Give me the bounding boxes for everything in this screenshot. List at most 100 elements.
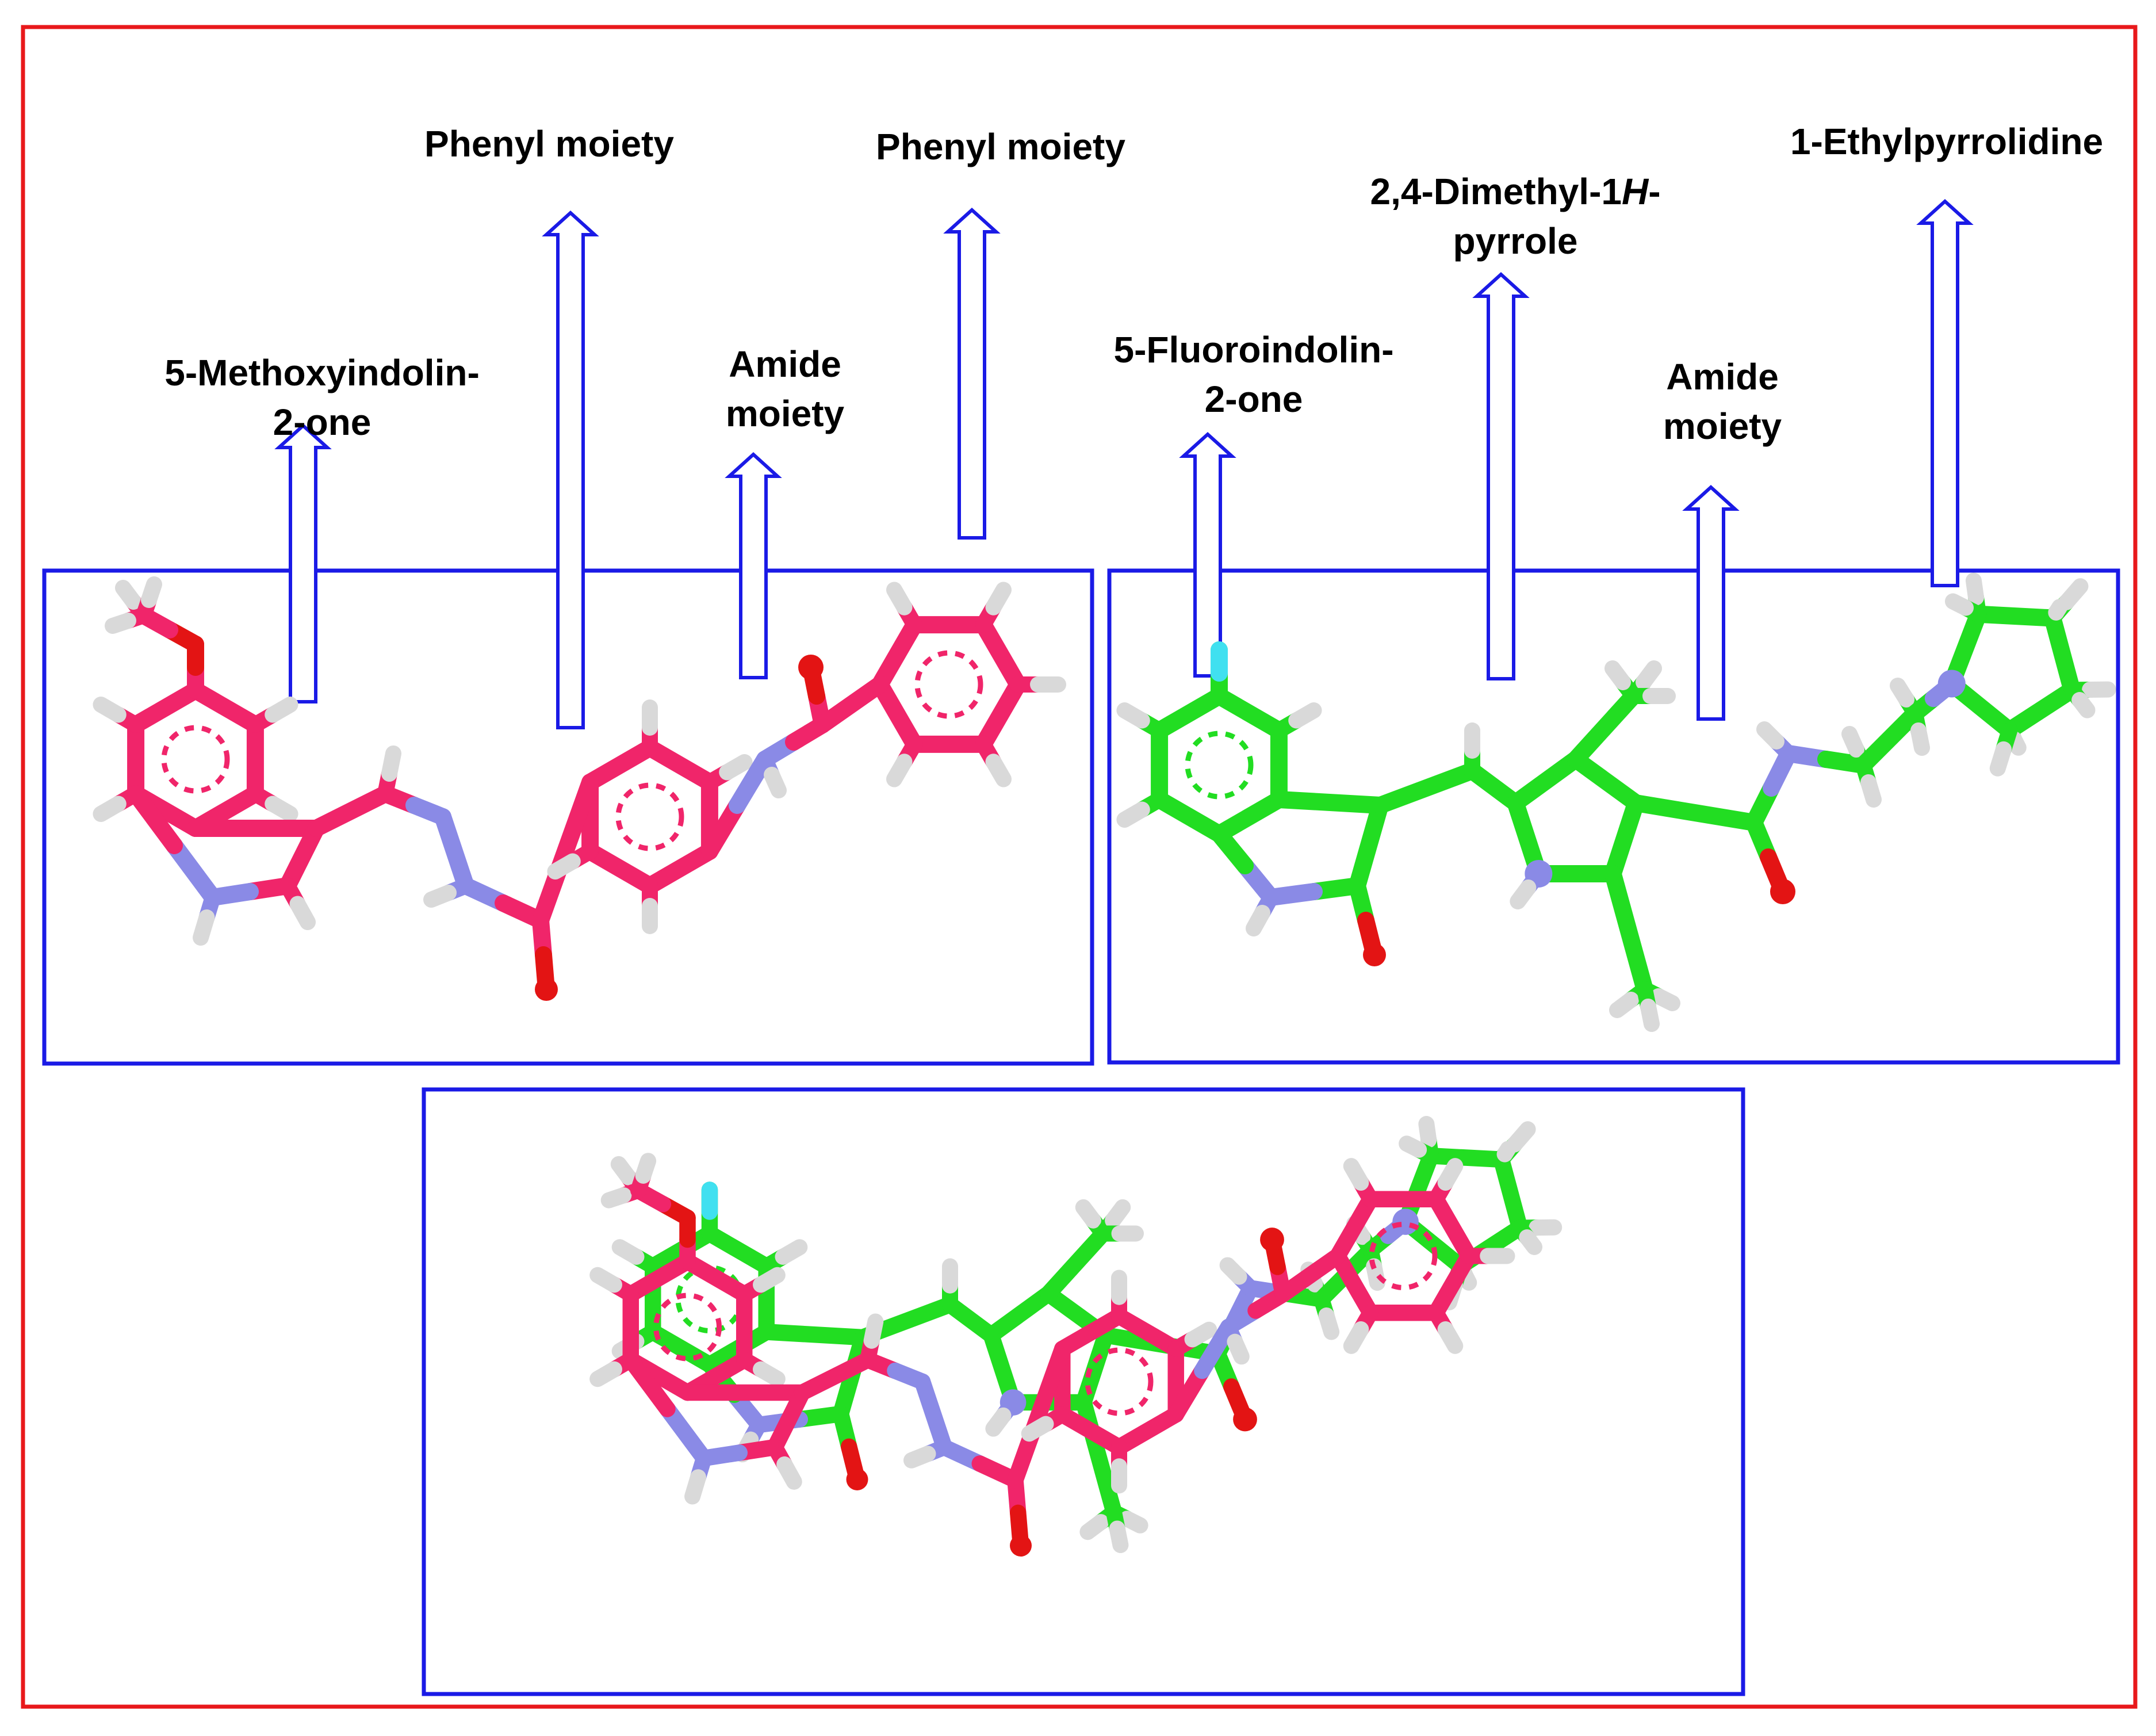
- bond-stick: [2009, 690, 2071, 730]
- up-arrow-icon: [1477, 274, 1525, 679]
- molecule-ligand-b: [1124, 580, 2108, 1024]
- bond-stick: [983, 625, 1018, 685]
- bond-stick: [1527, 1237, 1534, 1247]
- up-arrow-icon: [948, 210, 996, 538]
- bond-stick: [1613, 874, 1645, 989]
- label-amide-moiety-2: Amide moiety: [1663, 352, 1782, 451]
- bond-stick: [1613, 803, 1636, 874]
- bond-stick: [912, 1454, 928, 1460]
- bond-stick: [1868, 782, 1874, 800]
- label-phenyl-moiety-2: Phenyl moiety: [876, 122, 1125, 171]
- bond-stick: [1407, 1144, 1419, 1150]
- bond-stick: [1351, 1329, 1361, 1346]
- bond-stick: [1083, 1402, 1114, 1512]
- bond-stick: [598, 1275, 614, 1285]
- bond-stick: [431, 893, 449, 900]
- bond-stick: [136, 690, 196, 725]
- bond-stick: [991, 1294, 1048, 1335]
- bond-stick: [443, 817, 466, 886]
- bond-stick: [1124, 710, 1142, 721]
- up-arrow-icon: [546, 213, 595, 728]
- bond-stick: [1849, 734, 1856, 750]
- bond-stick: [644, 1161, 649, 1176]
- bond-stick: [1124, 810, 1142, 820]
- bond-stick: [1235, 1342, 1241, 1357]
- molecule-overlay: [598, 1124, 1554, 1557]
- bond-stick: [1327, 1316, 1332, 1332]
- bond-stick: [767, 1332, 863, 1338]
- oxygen-atom: [535, 978, 558, 1001]
- bond-stick: [822, 685, 880, 725]
- aromatic-ring-marker: [618, 785, 681, 848]
- bond-stick: [273, 804, 290, 815]
- bond-stick: [894, 762, 905, 779]
- oxygen-atom: [1233, 1408, 1257, 1432]
- bond-stick: [101, 705, 118, 715]
- bond-stick: [1863, 713, 1915, 765]
- bond-stick: [783, 1247, 800, 1257]
- oxygen-atom: [1010, 1535, 1032, 1557]
- bond-stick: [174, 846, 213, 897]
- bond-stick: [101, 804, 118, 815]
- bond-stick: [761, 1370, 778, 1379]
- oxygen-atom: [847, 1469, 868, 1490]
- bond-stick: [1576, 759, 1636, 803]
- bond-stick: [1159, 696, 1219, 731]
- label-2-4-dimethyl-1h-pyrrole: 2,4-Dimethyl-1H- pyrrole: [1370, 167, 1661, 266]
- aromatic-ring-marker: [164, 728, 227, 791]
- bond-stick: [667, 1409, 704, 1459]
- up-arrow-icon: [1687, 487, 1735, 719]
- bond-stick: [196, 690, 255, 725]
- bond-stick: [1219, 696, 1279, 731]
- bond-stick: [922, 1382, 944, 1447]
- bond-stick: [880, 685, 914, 744]
- label-5-fluoroindolin-2-one: 5-Fluoroindolin- 2-one: [1114, 325, 1394, 424]
- bond-stick: [1119, 1414, 1176, 1447]
- bond-stick: [692, 1477, 698, 1496]
- up-arrow-icon: [1921, 201, 1969, 586]
- label-1-ethylpyrrolidine: 1-Ethylpyrrolidine: [1790, 117, 2103, 166]
- bond-stick: [1351, 1166, 1361, 1183]
- up-arrow-icon: [729, 454, 778, 678]
- bond-stick: [1515, 759, 1576, 803]
- nitrogen-atom: [1392, 1209, 1419, 1235]
- bond-stick: [2066, 586, 2080, 602]
- aromatic-ring-marker: [1188, 733, 1251, 797]
- bond-stick: [1613, 668, 1623, 682]
- bond-stick: [1374, 1267, 1377, 1283]
- bond-stick: [1159, 800, 1219, 834]
- bond-stick: [1998, 750, 2004, 768]
- bond-stick: [1083, 1207, 1093, 1221]
- bond-stick: [1254, 913, 1262, 928]
- bond-stick: [609, 1195, 624, 1200]
- aromatic-ring-marker: [917, 653, 981, 716]
- bond-stick: [1659, 996, 1672, 1003]
- bond-stick: [1446, 1329, 1456, 1346]
- bond-stick: [1505, 1149, 1508, 1154]
- bond-stick: [1648, 1007, 1652, 1024]
- oxygen-atom: [1260, 1228, 1284, 1252]
- bond-stick: [1113, 1207, 1123, 1221]
- bond-stick: [994, 762, 1004, 779]
- bond-stick: [1898, 686, 1906, 699]
- bond-stick: [2052, 618, 2071, 690]
- bond-stick: [1576, 696, 1633, 759]
- bond-stick: [1219, 834, 1245, 866]
- bond-stick: [772, 775, 779, 790]
- bond-stick: [619, 1164, 629, 1177]
- bond-stick: [880, 625, 914, 685]
- bond-stick: [1193, 1330, 1209, 1340]
- bond-stick: [1515, 1129, 1528, 1144]
- bond-stick: [123, 588, 133, 602]
- bond-stick: [1296, 710, 1313, 721]
- bond-stick: [1431, 1156, 1502, 1159]
- bond-stick: [201, 917, 207, 938]
- bond-stick: [1918, 731, 1922, 748]
- bond-stick: [894, 590, 905, 607]
- oxygen-atom: [1363, 943, 1386, 966]
- oxygen-atom: [1770, 879, 1795, 904]
- bond-stick: [1978, 614, 2052, 618]
- nitrogen-atom: [1938, 670, 1966, 697]
- bond-stick: [1644, 668, 1654, 682]
